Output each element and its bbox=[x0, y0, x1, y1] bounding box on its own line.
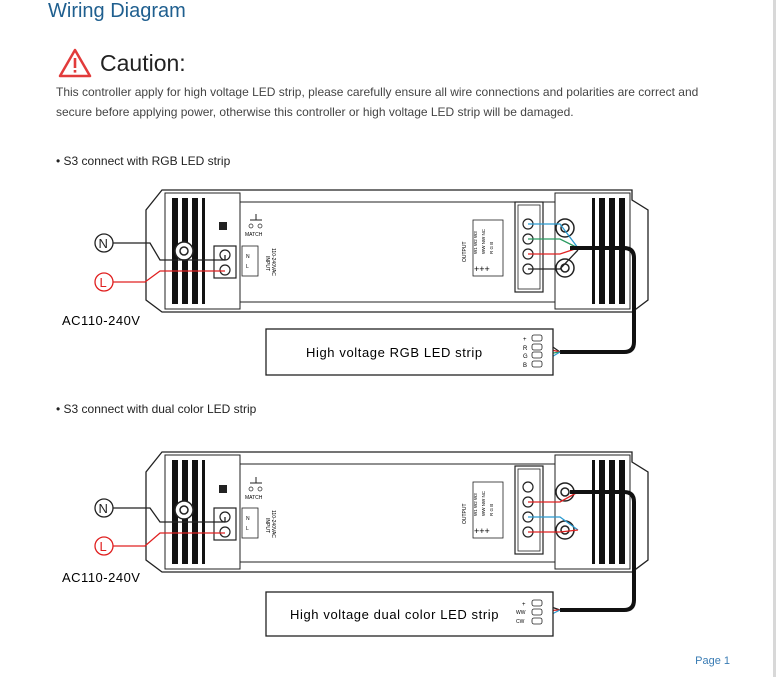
svg-text:WW NW NC: WW NW NC bbox=[481, 228, 486, 254]
match-label-2: MATCH bbox=[245, 495, 263, 501]
input-N-label-2: N bbox=[99, 501, 108, 516]
input-wires: N L AC110-240V bbox=[62, 233, 226, 328]
section-rgb-title: • S3 connect with RGB LED strip bbox=[56, 154, 231, 168]
strip-label-2: High voltage dual color LED strip bbox=[290, 607, 499, 622]
dual-led-strip: High voltage dual color LED strip + WW C… bbox=[265, 591, 554, 637]
svg-text:R: R bbox=[523, 346, 528, 352]
input-voltage-2: 110-240VAC bbox=[270, 510, 276, 538]
match-label: MATCH bbox=[245, 232, 263, 238]
page-border bbox=[773, 0, 776, 677]
svg-text:W1 W2 W3: W1 W2 W3 bbox=[473, 231, 478, 254]
svg-text:G: G bbox=[523, 354, 528, 360]
strip-label: High voltage RGB LED strip bbox=[306, 345, 483, 360]
controller-housing-2: MATCH N L INPUT 110-240VAC OUTPUT W1 W2 … bbox=[145, 451, 649, 573]
input-N-label: N bbox=[99, 236, 108, 251]
svg-text:R G B: R G B bbox=[489, 242, 494, 254]
caution-label: Caution: bbox=[100, 49, 186, 76]
input-label: INPUT bbox=[264, 256, 270, 271]
caution-body: This controller apply for high voltage L… bbox=[56, 85, 699, 119]
match-indicator-icon bbox=[219, 222, 227, 230]
dual-wiring-diagram: MATCH N L INPUT 110-240VAC OUTPUT W1 W2 … bbox=[62, 451, 649, 637]
input-L-label: L bbox=[100, 275, 107, 290]
svg-text:+++: +++ bbox=[474, 264, 490, 274]
ac-voltage-label-2: AC110-240V bbox=[62, 570, 140, 585]
controller-housing: MATCH N L INPUT 110-240VAC OUTPUT W1 W2 … bbox=[145, 189, 649, 313]
output-label-2: OUTPUT bbox=[462, 503, 468, 524]
input-label-2: INPUT bbox=[264, 518, 270, 533]
page-number: Page 1 bbox=[695, 655, 730, 667]
svg-text:+: + bbox=[522, 602, 526, 608]
svg-text:WW NW NC: WW NW NC bbox=[481, 490, 486, 516]
page-title: Wiring Diagram bbox=[48, 0, 186, 22]
svg-text:L: L bbox=[246, 526, 249, 532]
svg-text:WW: WW bbox=[516, 610, 526, 616]
svg-text:W1 W2 W3: W1 W2 W3 bbox=[473, 493, 478, 516]
caution-heading: Caution: bbox=[58, 48, 186, 78]
svg-text:B: B bbox=[523, 363, 527, 369]
input-L-label-2: L bbox=[100, 539, 107, 554]
warning-triangle-icon bbox=[58, 48, 92, 78]
svg-text:+: + bbox=[523, 337, 527, 343]
rgb-led-strip: High voltage RGB LED strip + R G B bbox=[265, 328, 554, 376]
ac-voltage-label: AC110-240V bbox=[62, 313, 140, 328]
section-dual-title: • S3 connect with dual color LED strip bbox=[56, 402, 257, 416]
svg-text:R G B: R G B bbox=[489, 504, 494, 516]
rgb-wiring-diagram: MATCH N L INPUT 110-240VAC OUTPUT W1 W2 … bbox=[62, 189, 649, 376]
input-wires-2: N L AC110-240V bbox=[62, 498, 226, 585]
input-voltage: 110-240VAC bbox=[270, 248, 276, 276]
svg-text:L: L bbox=[246, 264, 249, 270]
match-indicator-icon-2 bbox=[219, 485, 227, 493]
svg-text:CW: CW bbox=[516, 619, 525, 625]
svg-text:+++: +++ bbox=[474, 526, 490, 536]
svg-text:N: N bbox=[246, 516, 250, 522]
svg-text:N: N bbox=[246, 254, 250, 260]
output-label: OUTPUT bbox=[462, 241, 468, 262]
